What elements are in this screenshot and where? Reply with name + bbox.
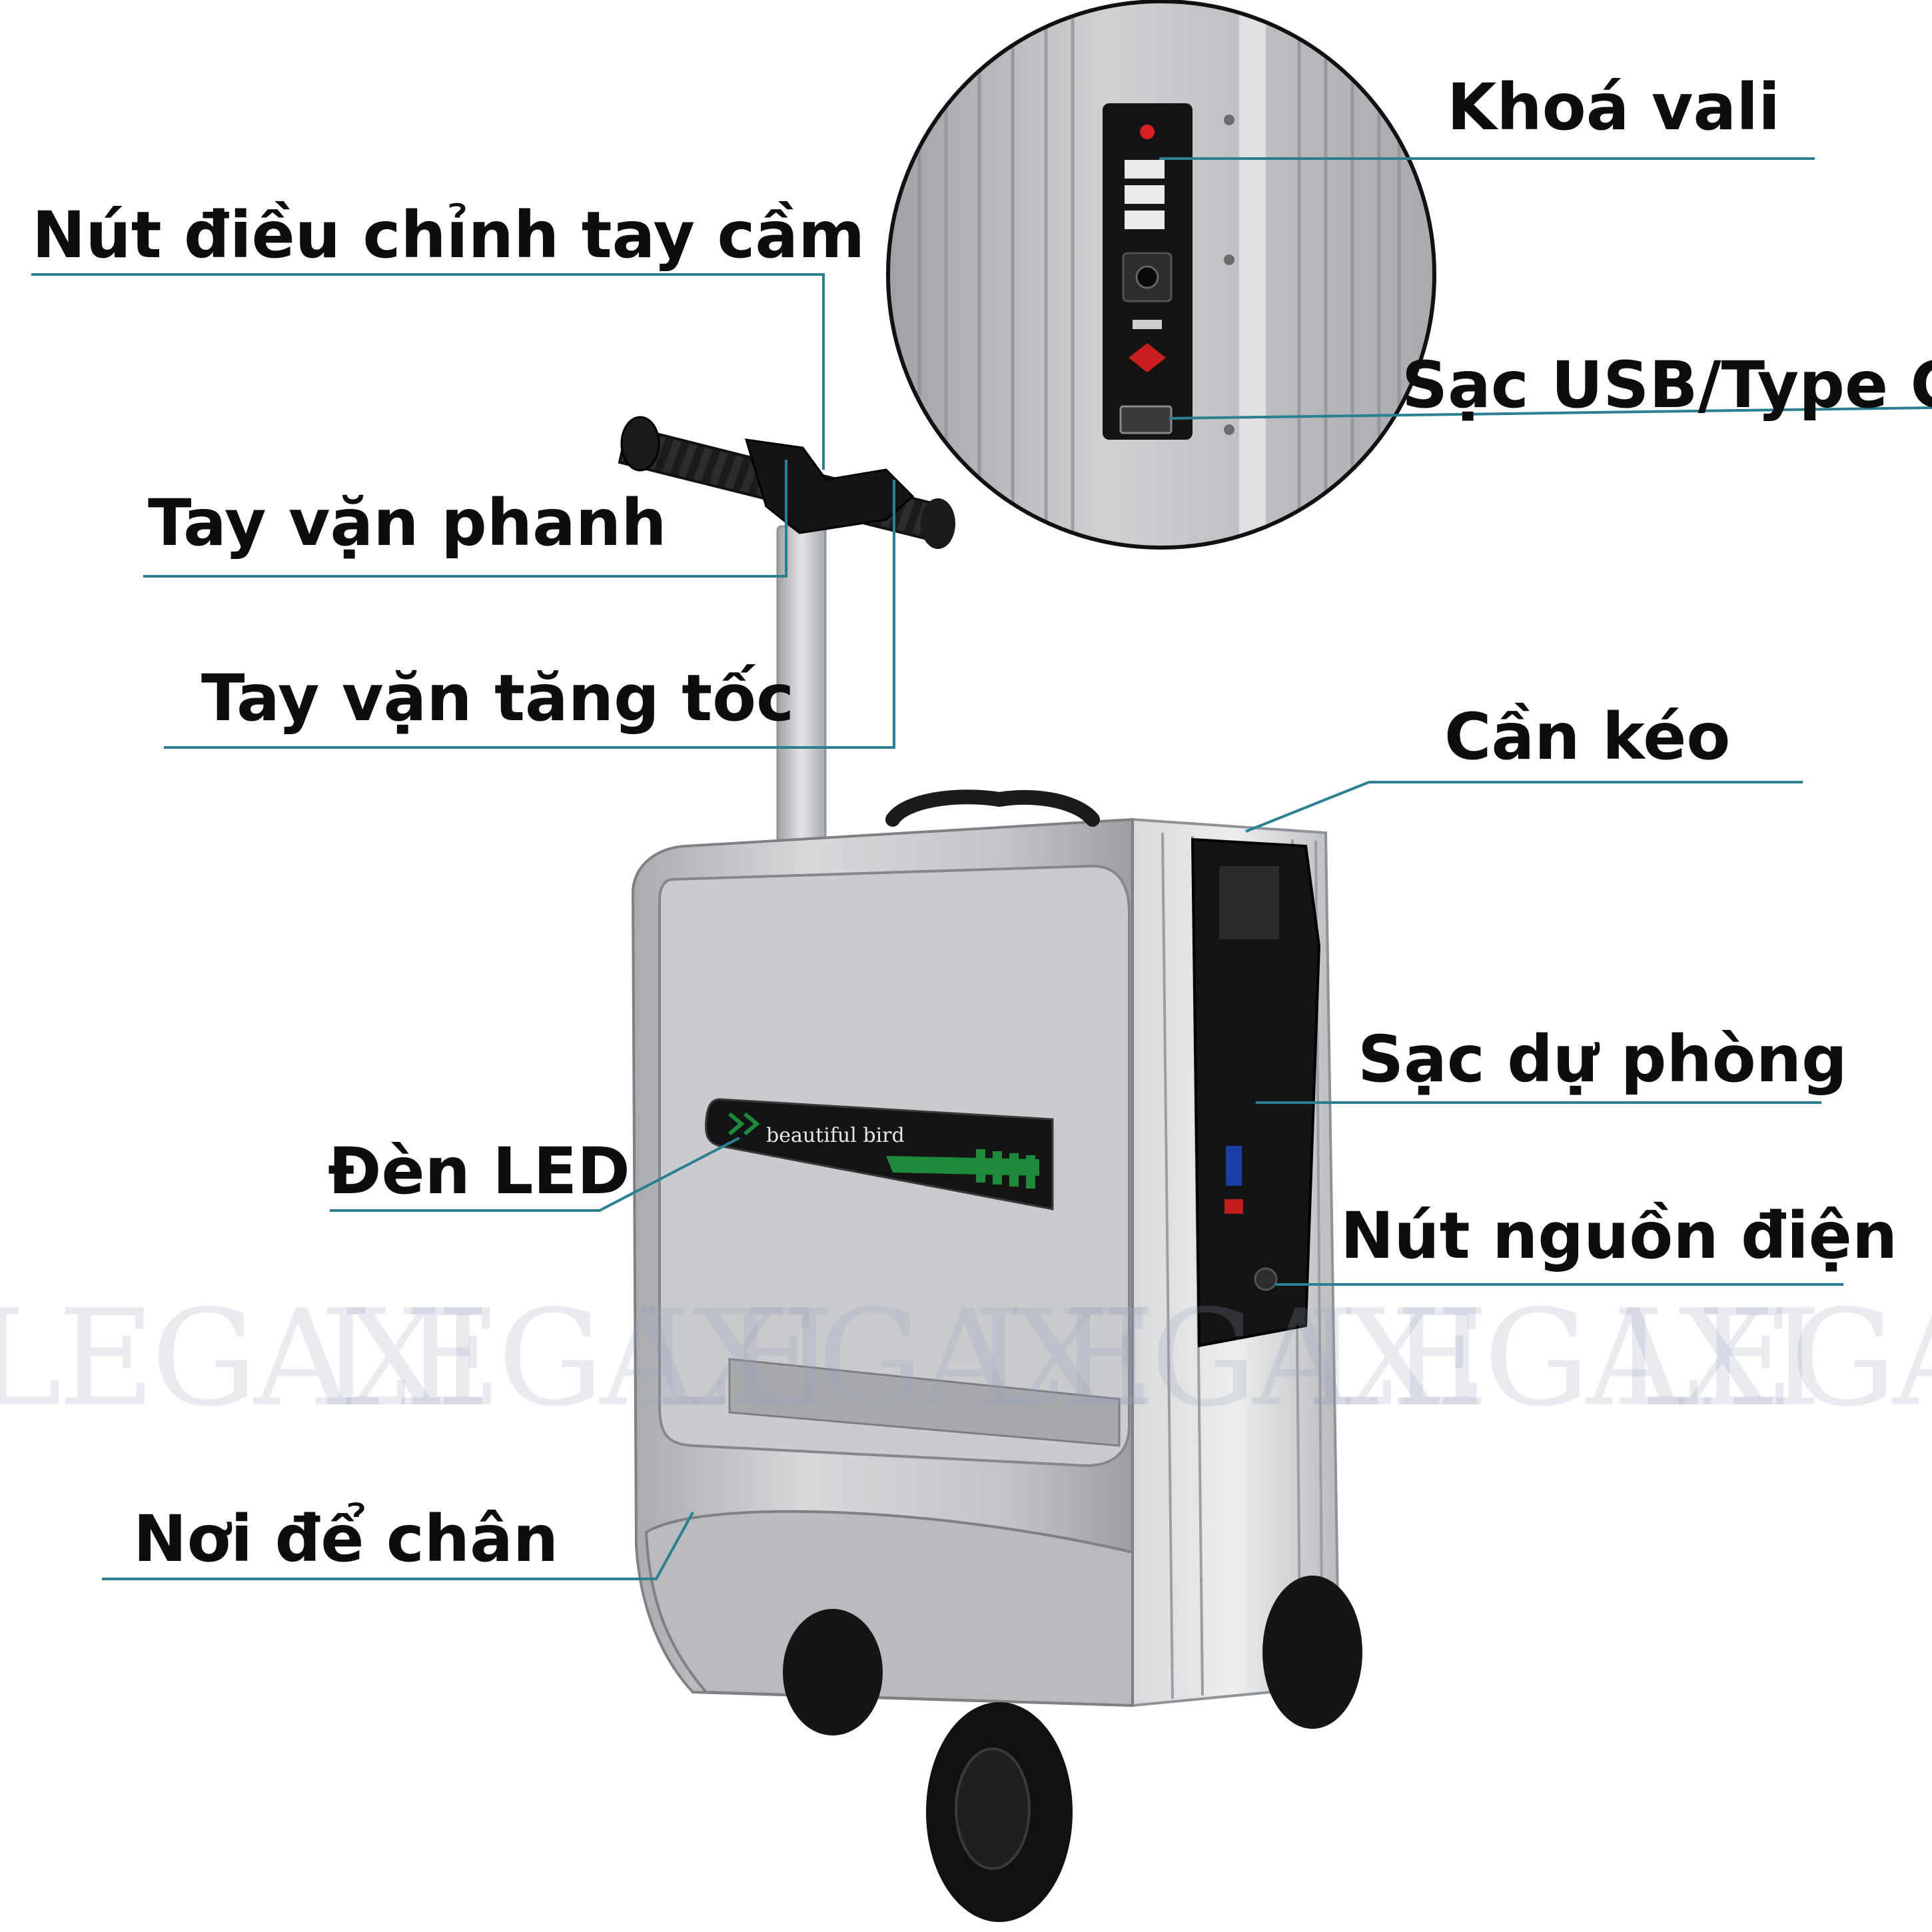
leader-pull-rod: [1245, 781, 1803, 833]
telescopic-handle: [618, 416, 955, 847]
label-brake-grip: Tay vặn phanh: [148, 486, 667, 560]
label-footrest: Nơi để chân: [133, 1502, 559, 1576]
label-power-button: Nút nguồn điện: [1340, 1199, 1898, 1273]
led-badge-text: beautiful bird: [766, 1124, 905, 1147]
watermark-3: LEGAXI: [640, 1281, 1155, 1436]
watermark-2: LEGAXI: [320, 1281, 835, 1436]
leader-lines: [31, 157, 1932, 1580]
label-power-bank: Sạc dự phòng: [1358, 1022, 1847, 1097]
leader-handle-adjust: [31, 273, 825, 470]
power-bank-panel: [1191, 837, 1321, 1348]
wheels: [783, 1576, 1362, 1922]
label-throttle-grip: Tay vặn tăng tốc: [201, 661, 794, 735]
lock-zoom-circle: [886, 0, 1436, 550]
leader-brake: [143, 460, 787, 578]
label-suitcase-lock: Khoá vali: [1447, 70, 1781, 145]
label-pull-rod: Cần kéo: [1444, 700, 1731, 774]
watermark-1: LEGAXI: [0, 1281, 489, 1436]
label-handle-adjust-button: Nút điều chỉnh tay cầm: [32, 198, 865, 272]
led-badge: beautiful bird: [704, 1098, 1054, 1210]
watermark-6: LEGAXI: [1612, 1281, 1932, 1436]
label-usb-charging: Sạc USB/Type C: [1402, 348, 1932, 422]
label-led-light: Đèn LED: [328, 1134, 630, 1208]
leader-usb: [1169, 406, 1932, 420]
watermark-4: LEGAXI: [973, 1281, 1488, 1436]
leader-footrest: [102, 1512, 694, 1580]
leader-led: [330, 1137, 740, 1212]
leader-throttle: [164, 480, 895, 749]
watermark-5: LEGAXI: [1306, 1281, 1821, 1436]
